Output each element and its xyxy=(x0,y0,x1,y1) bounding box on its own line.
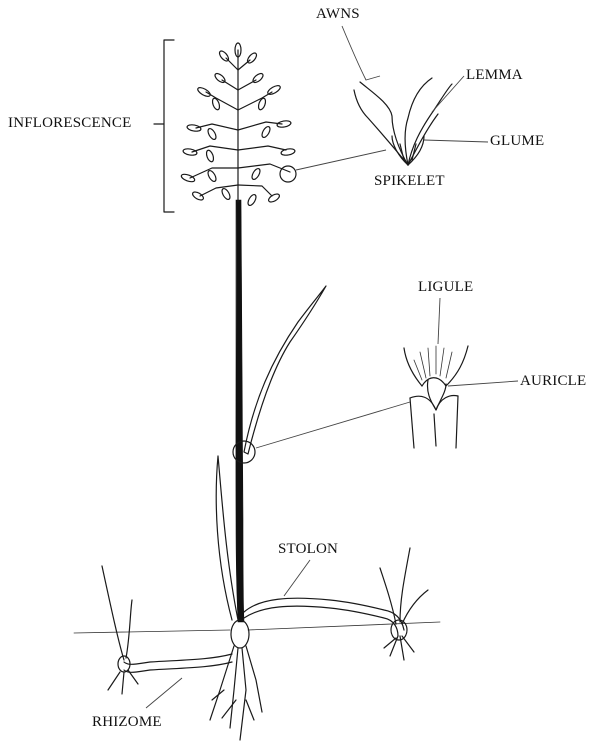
inflorescence-branches xyxy=(190,58,290,196)
lemma-label: LEMMA xyxy=(466,67,523,84)
leaf-blade xyxy=(244,286,326,454)
basal-leaf xyxy=(216,456,238,620)
ligule-label-leader-line xyxy=(438,298,440,344)
crown-roots xyxy=(210,620,262,740)
inflorescence-label: INFLORESCENCE xyxy=(8,115,131,132)
rhizome-node-shoots xyxy=(102,566,138,694)
spikelet-label: SPIKELET xyxy=(374,173,445,190)
glume-label: GLUME xyxy=(490,133,544,150)
awns-label: AWNS xyxy=(316,6,360,23)
stolon-node-shoots xyxy=(380,548,428,660)
auricle-leader-line xyxy=(448,381,518,386)
inflorescence-bracket xyxy=(154,40,174,212)
lemma-leader-line xyxy=(432,76,464,112)
spikelet-highlight-circle xyxy=(280,166,296,182)
rhizome-label: RHIZOME xyxy=(92,714,162,731)
rhizome-upper xyxy=(124,654,232,664)
stolon-label: STOLON xyxy=(278,541,338,558)
auricle-label: AURICLE xyxy=(520,373,586,390)
awns-leader-line xyxy=(342,26,380,80)
stolon-leader-line xyxy=(284,560,310,596)
glume-leader-line xyxy=(424,140,488,142)
rhizome-leader-line xyxy=(146,678,182,708)
stolon-lower xyxy=(244,606,398,636)
stolon-upper xyxy=(244,598,404,630)
culm-stem xyxy=(236,200,244,622)
spikelet-leader-line xyxy=(296,150,386,170)
ligule-leader-line xyxy=(256,402,410,448)
spikelet-detail-drawing xyxy=(354,78,452,165)
ligule-hairs xyxy=(414,346,452,380)
ligule-label: LIGULE xyxy=(418,279,473,296)
